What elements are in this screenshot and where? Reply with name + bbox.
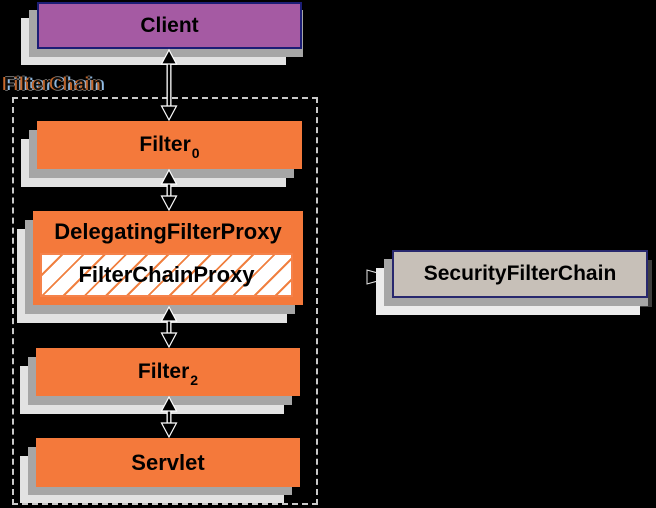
filter2-label: Filter bbox=[137, 360, 190, 383]
filterchain-label: FilterChain bbox=[4, 74, 104, 94]
filter-chain-proxy-label: FilterChainProxy bbox=[78, 262, 255, 287]
security-filter-chain-label: SecurityFilterChain bbox=[423, 262, 617, 285]
servlet-label: Servlet bbox=[131, 449, 205, 475]
node-client: Client bbox=[37, 2, 302, 49]
filterchain-container bbox=[12, 97, 318, 505]
arrow-dfp-filter2 bbox=[160, 305, 178, 349]
arrow-client-filter0 bbox=[160, 48, 178, 122]
client-label: Client bbox=[140, 13, 199, 37]
node-security-filter-chain: SecurityFilterChain bbox=[392, 250, 648, 298]
arrow-filter2-servlet bbox=[160, 395, 178, 439]
delegating-filter-proxy-label: DelegatingFilterProxy bbox=[54, 219, 282, 244]
arrow-filter0-dfp bbox=[160, 168, 178, 212]
node-filter-chain-proxy: FilterChainProxy bbox=[40, 253, 293, 297]
filter0-label: Filter bbox=[139, 133, 191, 156]
filter2-subscript: 2 bbox=[190, 372, 199, 388]
filter0-subscript: 0 bbox=[191, 145, 200, 161]
node-servlet: Servlet bbox=[36, 438, 300, 487]
